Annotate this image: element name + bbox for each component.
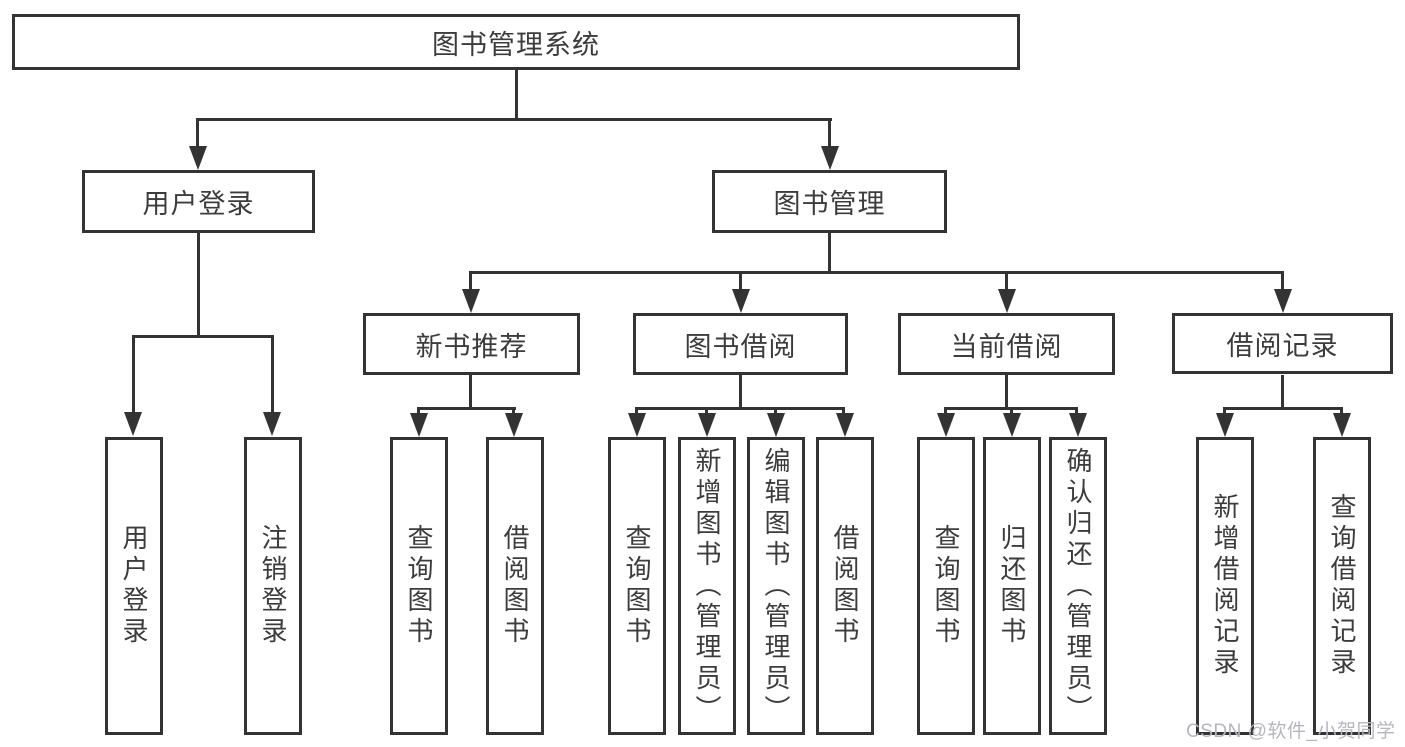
arrowhead-down <box>1003 413 1021 437</box>
connector-drop <box>417 407 420 417</box>
node-label: 查询图书 <box>622 524 652 648</box>
connector-bookmgmt-stem <box>828 233 831 271</box>
connector-drop <box>1223 407 1226 417</box>
node-logout: 注销登录 <box>244 437 302 735</box>
connector-drop <box>842 407 845 417</box>
node-book-borrowing: 图书借阅 <box>633 313 848 375</box>
node-borrow-books-recommend: 借阅图书 <box>486 437 544 735</box>
node-borrow-books-leaf: 借阅图书 <box>816 437 874 735</box>
connector-drop <box>1075 407 1078 417</box>
node-add-book-admin: 新增图书（管理员） <box>678 437 736 735</box>
connector-drop-user-login <box>196 121 199 148</box>
node-borrowing-records: 借阅记录 <box>1172 313 1393 374</box>
arrowhead-logout <box>263 412 281 436</box>
connector-drop <box>774 407 777 417</box>
connector-drop-current-borrow <box>1005 274 1008 291</box>
connector-drop <box>635 407 638 417</box>
arrowhead-down <box>628 413 646 437</box>
node-label: 新增图书（管理员） <box>692 446 722 726</box>
arrowhead-borrow-records <box>1274 289 1292 313</box>
node-edit-book-admin: 编辑图书（管理员） <box>747 437 805 735</box>
connector-newbooks-rail <box>417 407 516 410</box>
arrowhead-current-borrow <box>998 289 1016 313</box>
node-user-login-leaf: 用户登录 <box>105 437 163 735</box>
connector-drop-borrow-records <box>1281 274 1284 291</box>
connector-drop <box>705 407 708 417</box>
arrowhead-down <box>1333 413 1351 437</box>
node-book-management: 图书管理 <box>712 170 947 233</box>
arrowhead-down <box>1069 413 1087 437</box>
node-user-login: 用户登录 <box>82 170 315 233</box>
connector-bookborrow-rail <box>635 407 845 410</box>
arrowhead-login-leaf <box>124 412 142 436</box>
connector-newbooks-stem <box>469 375 472 407</box>
node-query-borrow-record: 查询借阅记录 <box>1313 437 1371 735</box>
node-label: 归还图书 <box>997 524 1027 648</box>
connector-records-stem <box>1281 375 1284 407</box>
arrowhead-down <box>937 413 955 437</box>
arrowhead-down <box>836 413 854 437</box>
node-label: 查询图书 <box>404 524 434 648</box>
arrowhead-down <box>1216 413 1234 437</box>
connector-root-rail <box>196 118 832 121</box>
node-query-books-recommend: 查询图书 <box>390 437 448 735</box>
arrowhead-down <box>698 413 716 437</box>
node-label: 新增借阅记录 <box>1210 493 1240 679</box>
node-label: 查询借阅记录 <box>1327 493 1357 679</box>
arrowhead-book-borrow <box>732 289 750 313</box>
arrowhead-book-mgmt <box>821 146 839 170</box>
node-library-management-system: 图书管理系统 <box>12 14 1020 70</box>
node-return-books: 归还图书 <box>983 437 1041 735</box>
connector-drop <box>944 407 947 417</box>
node-add-borrow-record: 新增借阅记录 <box>1196 437 1254 735</box>
node-label: 注销登录 <box>258 524 288 648</box>
node-label: 用户登录 <box>119 524 149 648</box>
connector-userlogin-rail <box>132 335 274 338</box>
connector-records-rail <box>1223 407 1343 410</box>
node-label: 编辑图书（管理员） <box>761 446 791 726</box>
connector-bookmgmt-rail <box>469 271 1284 274</box>
connector-bookborrow-stem <box>739 375 742 407</box>
node-label: 查询图书 <box>931 524 961 648</box>
connector-currentborrow-stem <box>1005 375 1008 407</box>
connector-drop <box>512 407 515 417</box>
connector-drop-new-books <box>469 274 472 291</box>
arrowhead-user-login <box>189 146 207 170</box>
node-query-books-current: 查询图书 <box>917 437 975 735</box>
node-confirm-return-admin: 确认归还（管理员） <box>1049 437 1107 735</box>
connector-drop <box>1340 407 1343 417</box>
csdn-watermark: CSDN @软件_小贺同学 <box>1186 721 1396 742</box>
node-new-book-recommend: 新书推荐 <box>363 313 580 375</box>
arrowhead-new-books <box>462 289 480 313</box>
arrowhead-down <box>410 413 428 437</box>
node-current-borrowing: 当前借阅 <box>898 313 1115 375</box>
node-label: 借阅图书 <box>500 524 530 648</box>
connector-root-stem <box>515 70 518 118</box>
connector-drop-book-mgmt <box>828 121 831 148</box>
arrowhead-down <box>767 413 785 437</box>
connector-userlogin-stem <box>197 233 200 335</box>
connector-drop-book-borrow <box>739 274 742 291</box>
arrowhead-down <box>505 413 523 437</box>
node-label: 确认归还（管理员） <box>1063 446 1093 726</box>
connector-drop-login-leaf <box>132 338 135 414</box>
node-label: 借阅图书 <box>830 524 860 648</box>
connector-drop <box>1010 407 1013 417</box>
connector-drop-logout <box>271 338 274 414</box>
node-query-books-borrow: 查询图书 <box>608 437 666 735</box>
